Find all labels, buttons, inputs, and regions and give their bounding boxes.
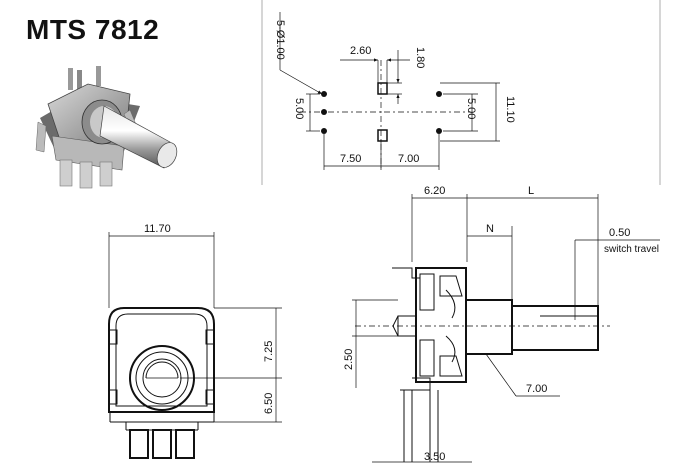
dim-L: L <box>528 185 534 197</box>
dim-5-00-left: 5.00 <box>293 98 305 119</box>
dim-0-50: 0.50 <box>609 227 630 239</box>
dim-7-00-top: 7.00 <box>398 153 419 165</box>
dim-2-50: 2.50 <box>343 349 355 370</box>
dim-7-25: 7.25 <box>263 341 275 362</box>
page-title: MTS 7812 <box>26 14 160 45</box>
dim-2-60: 2.60 <box>350 45 371 57</box>
dim-1-80: 1.80 <box>414 47 426 68</box>
dim-6-50: 6.50 <box>263 393 275 414</box>
dim-7-50: 7.50 <box>340 153 361 165</box>
product-photo <box>35 66 178 189</box>
side-view <box>352 194 660 463</box>
switch-travel-label: switch travel <box>604 244 659 255</box>
dim-N: N <box>486 223 494 235</box>
pin-holes-label: 5-Ø1.00 <box>274 20 286 60</box>
dim-11-10: 11.10 <box>504 96 516 123</box>
dim-3-50: 3.50 <box>424 451 445 463</box>
pcb-layout <box>279 12 500 170</box>
dim-7-00-side: 7.00 <box>526 383 547 395</box>
dim-6-20: 6.20 <box>424 185 445 197</box>
dim-11-70: 11.70 <box>144 223 171 235</box>
front-view <box>108 232 282 459</box>
dim-5-00-right: 5.00 <box>465 98 477 119</box>
